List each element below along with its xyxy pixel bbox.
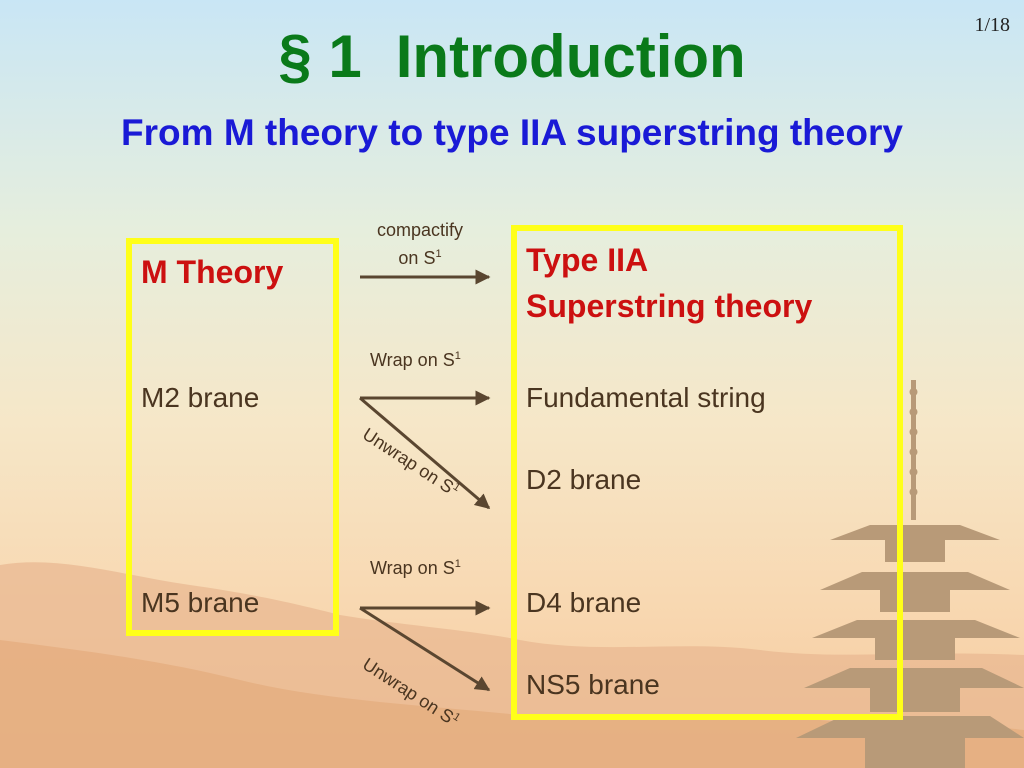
slide-subtitle: From M theory to type IIA superstring th… [121,112,903,153]
section-heading: Introduction [395,23,746,90]
ns5-brane-label: NS5 brane [526,669,660,700]
m-theory-header: M Theory [141,254,284,290]
d2-brane-label: D2 brane [526,464,642,495]
compactify-label-line2: on S1 [398,248,442,268]
type-iia-box [511,225,903,720]
m-theory-box [126,238,339,636]
compactify-label: compactify on S1 [360,218,480,270]
m5-brane-label: M5 brane [141,587,260,618]
section-number: § 1 [278,23,362,90]
wrap-label-m5: Wrap on S1 [370,558,461,578]
compactify-label-line1: compactify [376,220,464,240]
wrap-label-m2: Wrap on S1 [370,350,461,370]
fundamental-string-label: Fundamental string [526,382,766,413]
type-iia-header-line2: Superstring theory [526,288,813,324]
page-number: 1/18 [974,14,1010,36]
m2-brane-label: M2 brane [141,382,260,413]
pagoda-silhouette [796,380,1024,768]
type-iia-header-line1: Type IIA [526,242,649,278]
slide-title: § 1 Introduction [0,22,1024,91]
near-hills [0,640,1024,768]
d4-brane-label: D4 brane [526,587,642,618]
